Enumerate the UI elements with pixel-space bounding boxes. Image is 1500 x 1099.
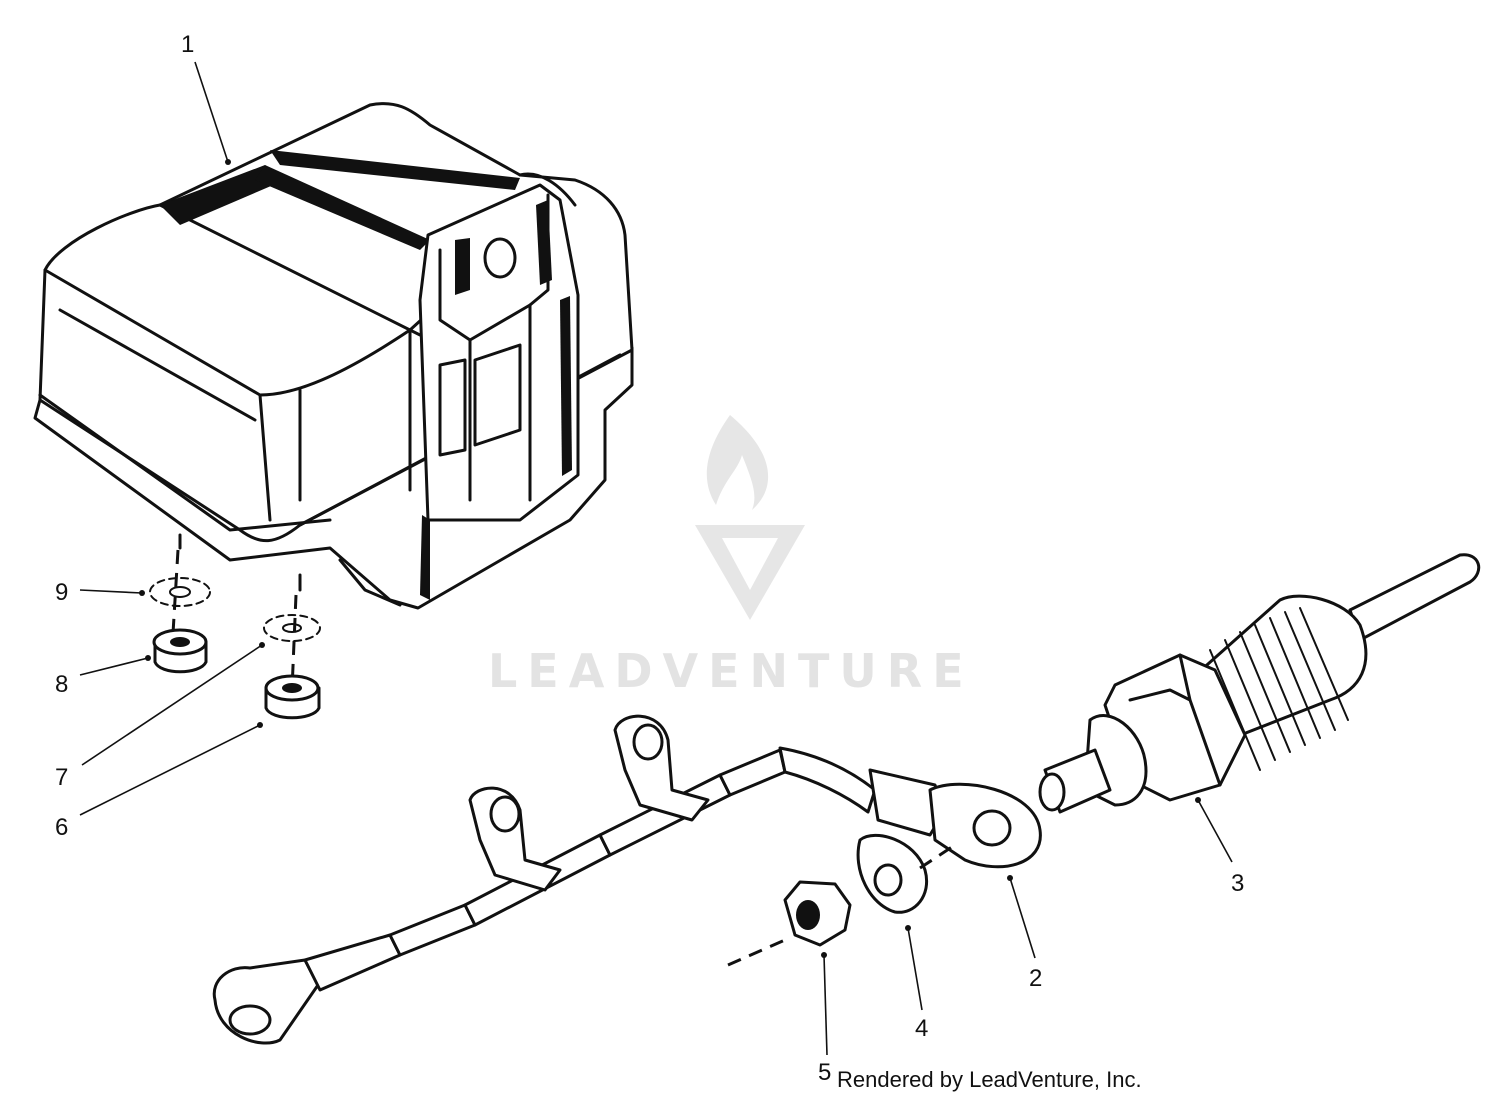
callout-5: 5 (818, 1059, 831, 1086)
callout-2: 2 (1029, 965, 1042, 992)
glow-plug (1038, 553, 1481, 814)
callout-3: 3 (1231, 870, 1244, 897)
callout-9: 9 (55, 579, 68, 606)
callout-1: 1 (181, 31, 194, 58)
lock-washer-7 (263, 614, 321, 642)
cable-assembly (212, 714, 1042, 1045)
hex-nut-5 (783, 880, 852, 947)
nut-6 (264, 674, 321, 720)
watermark-text: LEADVENTURE (488, 644, 974, 698)
leader-lines (79, 61, 1233, 1056)
flame-v-logo-icon (695, 415, 805, 620)
callout-8: 8 (55, 671, 68, 698)
callout-6: 6 (55, 814, 68, 841)
lock-washer-9 (149, 577, 211, 607)
washer-4 (856, 834, 928, 914)
render-credit: Rendered by LeadVenture, Inc. (837, 1067, 1142, 1092)
nut-8 (152, 628, 208, 674)
mounting-hardware (149, 549, 321, 720)
callout-4: 4 (915, 1015, 928, 1042)
control-box (33, 102, 634, 610)
callout-7: 7 (55, 764, 68, 791)
watermark: LEADVENTURE (488, 415, 974, 698)
